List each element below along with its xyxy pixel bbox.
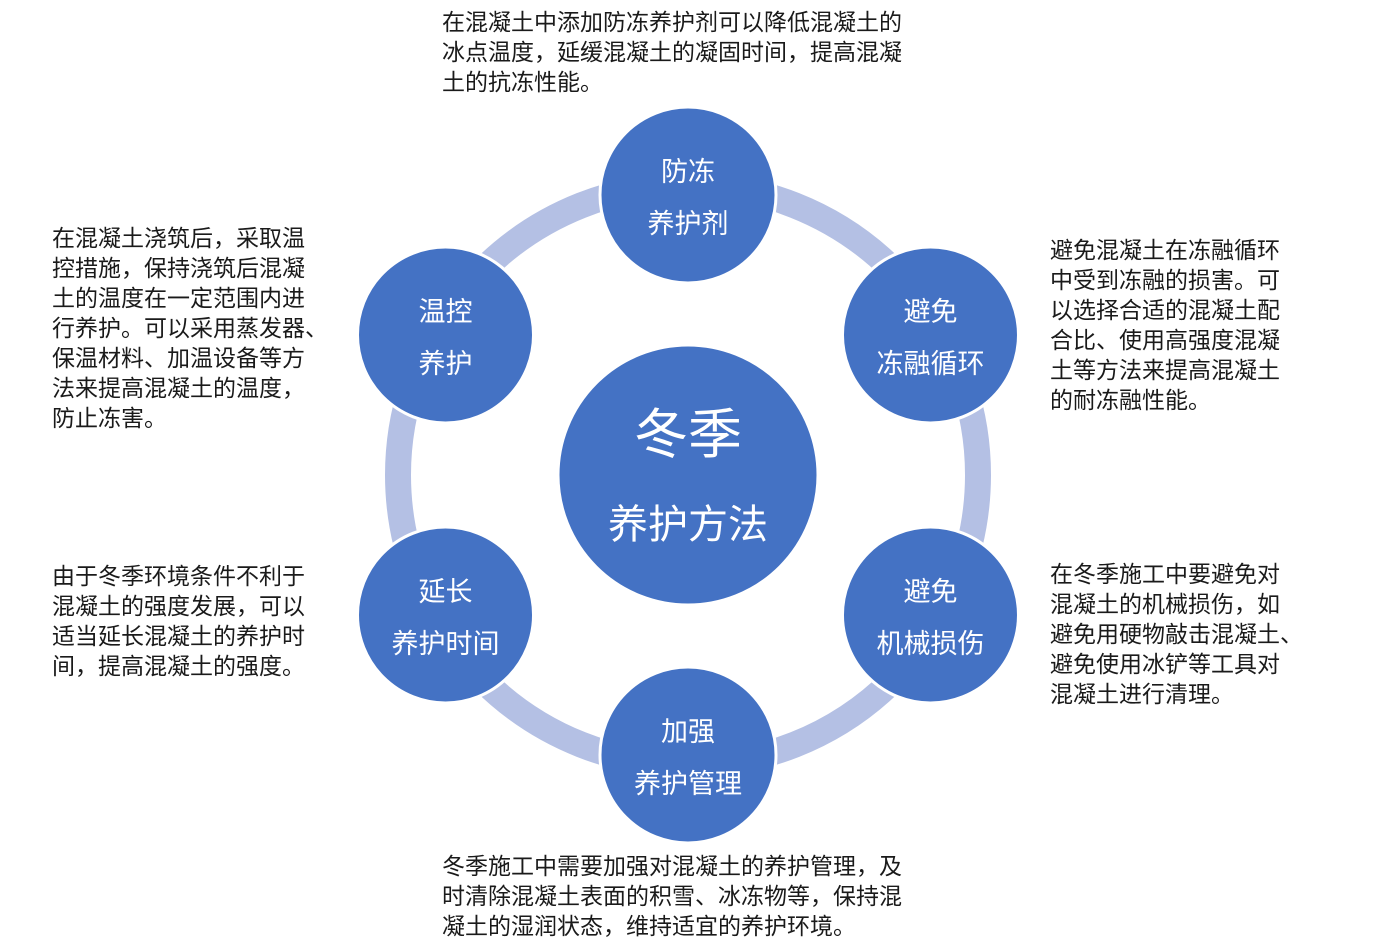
node-label-line1: 避免 (903, 297, 957, 328)
node-antifreeze: 防冻养护剂 (598, 105, 778, 285)
node-label-line2: 养护剂 (648, 209, 729, 240)
node-circle (356, 245, 536, 425)
note-mechanical: 在冬季施工中要避免对 混凝土的机械损伤，如 避免用硬物敲击混凝土、 避免使用冰铲… (1050, 562, 1303, 708)
note-extend-time: 由于冬季环境条件不利于 混凝土的强度发展，可以 适当延长混凝土的养护时 间，提高… (52, 564, 305, 680)
center-title-line2: 养护方法 (608, 502, 768, 548)
node-label-line2: 冻融循环 (876, 349, 984, 380)
node-label-line1: 温控 (419, 297, 473, 328)
node-circle (356, 525, 536, 705)
node-label-line1: 防冻 (661, 157, 715, 188)
node-label-line2: 养护管理 (634, 769, 742, 800)
note-freeze-thaw: 避免混凝土在冻融循环 中受到冻融的损害。可 以选择合适的混凝土配 合比、使用高强… (1050, 238, 1280, 414)
center-circle (556, 343, 820, 607)
node-label-line2: 养护时间 (392, 629, 500, 660)
note-temperature: 在混凝土浇筑后，采取温 控措施，保持浇筑后混凝 土的温度在一定范围内进 行养护。… (52, 226, 328, 432)
node-circle (598, 665, 778, 845)
node-label-line2: 机械损伤 (876, 629, 984, 660)
node-circle (598, 105, 778, 285)
node-label-line1: 避免 (903, 577, 957, 608)
node-circle (840, 525, 1020, 705)
node-label-line1: 加强 (661, 717, 715, 748)
node-label-line1: 延长 (419, 577, 473, 608)
note-antifreeze: 在混凝土中添加防冻养护剂可以降低混凝土的 冰点温度，延缓混凝土的凝固时间，提高混… (442, 10, 902, 96)
center-title-line1: 冬季 (634, 403, 742, 466)
node-label-line2: 养护 (419, 349, 473, 380)
node-circle (840, 245, 1020, 425)
note-management: 冬季施工中需要加强对混凝土的养护管理，及 时清除混凝土表面的积雪、冰冻物等，保持… (442, 854, 902, 940)
center-node: 冬季 养护方法 (556, 343, 820, 607)
